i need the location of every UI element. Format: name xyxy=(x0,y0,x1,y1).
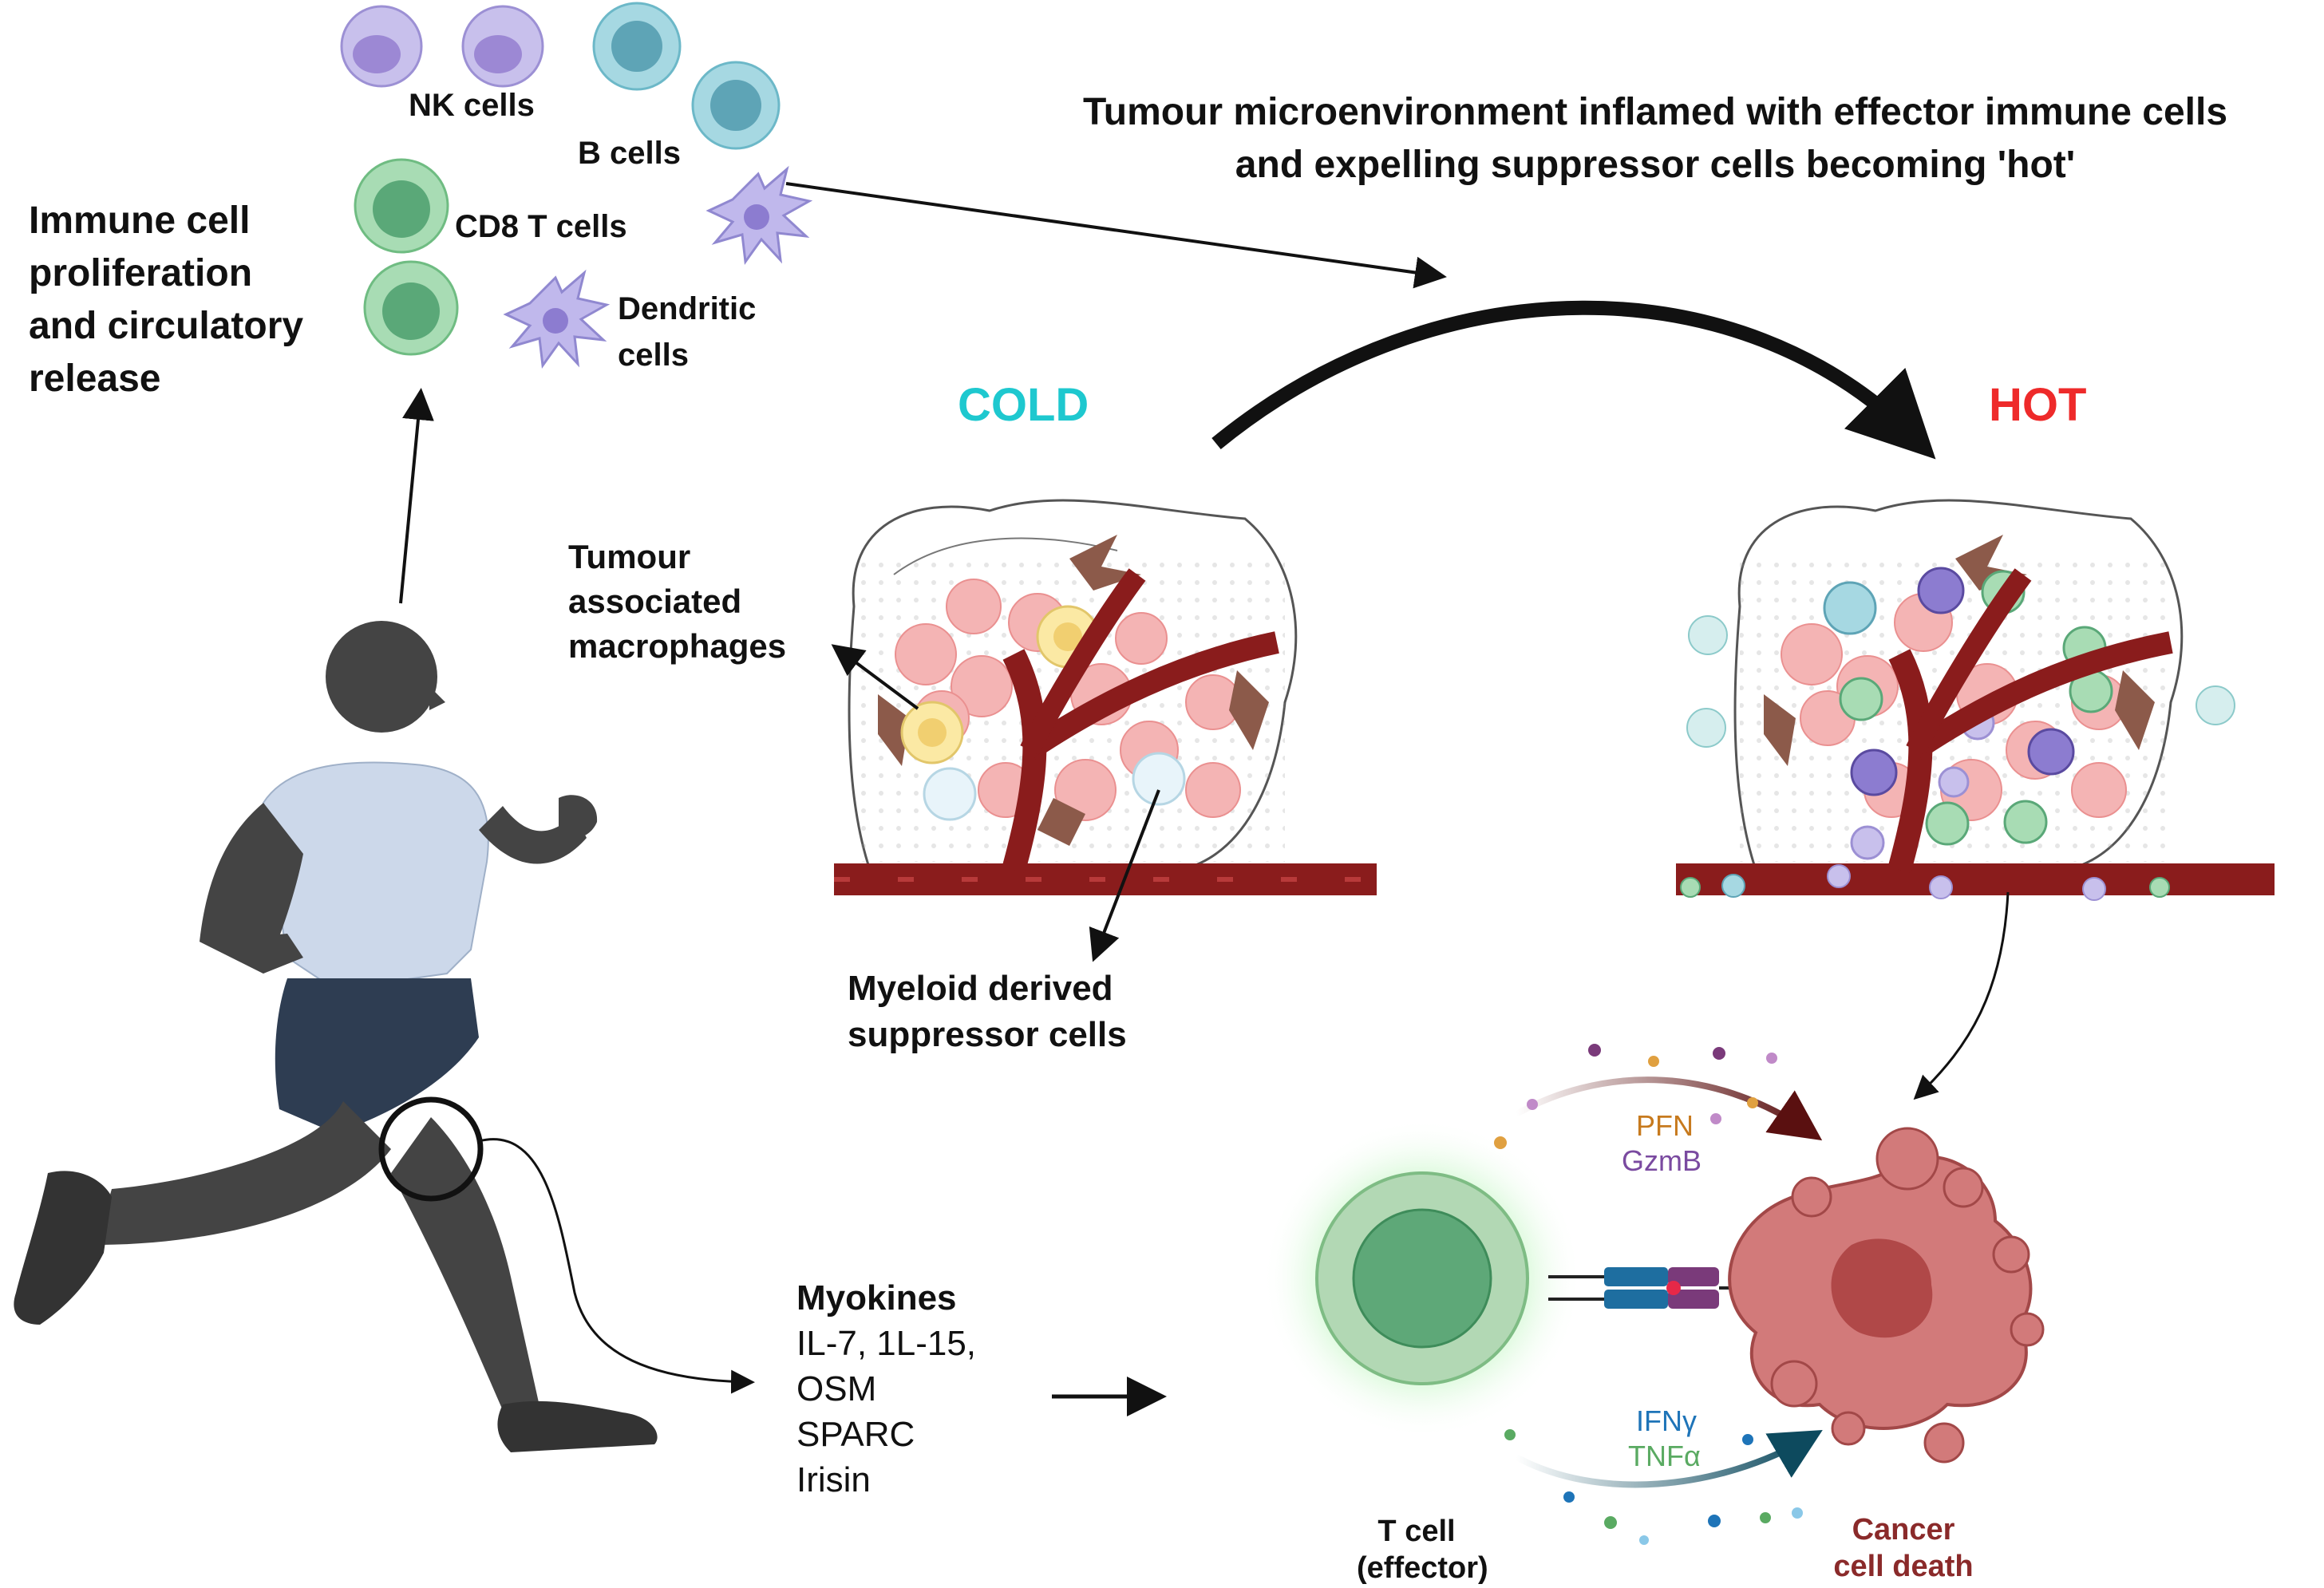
nk-cell-icon xyxy=(340,5,544,88)
pfn-gzmb-arrow xyxy=(1515,1076,1823,1141)
granule-dots xyxy=(1494,1044,1777,1149)
runner-to-cells-arrow xyxy=(399,388,434,604)
b-cell-icon xyxy=(592,2,781,150)
t-cell-illustration xyxy=(1263,1119,1582,1438)
myokine-item: IL-7, 1L-15, xyxy=(796,1324,977,1363)
b-cells-label: B cells xyxy=(578,136,681,171)
hot-to-cancer-arrow xyxy=(1913,891,2010,1100)
mdsc-label: Myeloid derived suppressor cells xyxy=(848,969,1127,1054)
myokine-item: OSM xyxy=(796,1369,877,1408)
cold-tumour-illustration xyxy=(834,499,1377,895)
pfn-label: PFN xyxy=(1636,1109,1694,1142)
t-cell-label: T cell (effector) xyxy=(1357,1515,1488,1585)
cytokine-dots xyxy=(1504,1429,1803,1545)
tnfa-label: TNFα xyxy=(1628,1440,1701,1472)
runner-illustration xyxy=(14,621,658,1452)
tcr-receptor-icon xyxy=(1548,1267,1756,1309)
myokines-block: Myokines IL-7, 1L-15, OSM SPARC Irisin xyxy=(796,1275,976,1503)
hot-label: HOT xyxy=(1989,379,2087,431)
dendritic-cell-icon xyxy=(503,165,813,369)
myokine-item: SPARC xyxy=(796,1415,915,1454)
diagram-title: Tumour microenvironment inflamed with ef… xyxy=(1082,91,2228,186)
cells-to-tme-arrow xyxy=(785,182,1447,289)
cold-label: COLD xyxy=(958,379,1089,431)
cancer-cell-illustration xyxy=(1728,1127,2045,1464)
cold-to-hot-arrow xyxy=(1211,300,1936,460)
cd8-t-cells-label: CD8 T cells xyxy=(455,209,627,244)
cd8-t-cell-icon xyxy=(354,158,459,356)
tam-arrow xyxy=(831,644,919,710)
myokine-item: Irisin xyxy=(796,1460,871,1499)
ifng-label: IFNγ xyxy=(1636,1404,1697,1437)
cancer-cell-death-label: Cancer cell death xyxy=(1833,1513,1974,1583)
ifng-tnfa-arrow xyxy=(1515,1429,1823,1488)
mdsc-arrow xyxy=(1089,789,1160,962)
dendritic-cells-label: Dendritic cells xyxy=(618,291,757,373)
left-heading: Immune cell proliferation and circulator… xyxy=(29,199,304,400)
muscle-to-myokines-arrow xyxy=(478,1138,755,1394)
myokines-heading: Myokines xyxy=(796,1278,957,1317)
gzmb-label: GzmB xyxy=(1622,1144,1702,1177)
hot-tumour-illustration xyxy=(1676,499,2275,901)
tam-label: Tumour associated macrophages xyxy=(568,538,787,665)
nk-cells-label: NK cells xyxy=(409,88,535,123)
